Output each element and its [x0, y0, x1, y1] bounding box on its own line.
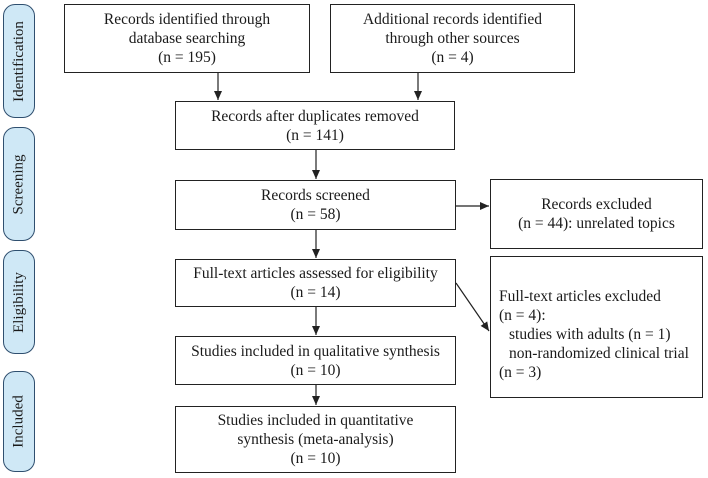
stage-identification: Identification [3, 4, 35, 118]
stage-eligibility-label: Eligibility [10, 271, 27, 333]
stage-screening-label: Screening [10, 154, 27, 214]
stage-included: Included [3, 371, 35, 472]
box-records-excluded: Records excluded (n = 44): unrelated top… [490, 179, 703, 249]
quantitative-line2: synthesis (meta-analysis) [237, 431, 394, 448]
arrow-fulltext-to-excluded [455, 282, 490, 332]
database-search-line1: Records identified through [103, 11, 271, 28]
quantitative-count: (n = 10) [290, 450, 341, 467]
records-screened-count: (n = 58) [290, 206, 341, 223]
database-search-line2: database searching [128, 30, 246, 47]
qualitative-line1: Studies included in qualitative synthesi… [191, 342, 440, 360]
box-records-screened: Records screened (n = 58) [175, 180, 456, 230]
fulltext-excluded-line1: Full-text articles excluded [499, 288, 661, 305]
stage-identification-label: Identification [10, 20, 27, 102]
stage-eligibility: Eligibility [3, 250, 35, 354]
other-sources-count: (n = 4) [431, 49, 474, 66]
records-excluded-line2: (n = 44): unrelated topics [518, 215, 675, 232]
records-excluded-line1: Records excluded [541, 196, 652, 213]
stage-screening: Screening [3, 127, 35, 241]
other-sources-line1: Additional records identified [362, 11, 543, 28]
qualitative-count: (n = 10) [290, 361, 341, 379]
fulltext-assessed-count: (n = 14) [290, 284, 341, 301]
quantitative-line1: Studies included in quantitative [217, 412, 414, 429]
box-fulltext-assessed: Full-text articles assessed for eligibil… [175, 259, 456, 307]
fulltext-excluded-line4: non-randomized clinical trial [509, 345, 689, 362]
fulltext-excluded-line2: (n = 4): [499, 307, 546, 324]
duplicates-removed-line1: Records after duplicates removed [211, 107, 419, 125]
fulltext-excluded-line3: studies with adults (n = 1) [509, 326, 671, 343]
duplicates-removed-count: (n = 141) [286, 126, 344, 144]
stage-included-label: Included [10, 395, 27, 448]
fulltext-assessed-line1: Full-text articles assessed for eligibil… [193, 265, 438, 282]
box-other-sources: Additional records identified through ot… [330, 4, 575, 73]
records-screened-line1: Records screened [261, 187, 370, 204]
box-qualitative-synthesis: Studies included in qualitative synthesi… [175, 336, 456, 385]
database-search-count: (n = 195) [158, 49, 216, 66]
box-quantitative-synthesis: Studies included in quantitative synthes… [175, 406, 456, 473]
box-duplicates-removed: Records after duplicates removed (n = 14… [175, 101, 455, 150]
other-sources-line2: through other sources [385, 30, 520, 47]
box-database-search: Records identified through database sear… [64, 4, 310, 73]
box-fulltext-excluded: Full-text articles excluded (n = 4): stu… [490, 256, 703, 398]
fulltext-excluded-line5: (n = 3) [499, 364, 542, 381]
